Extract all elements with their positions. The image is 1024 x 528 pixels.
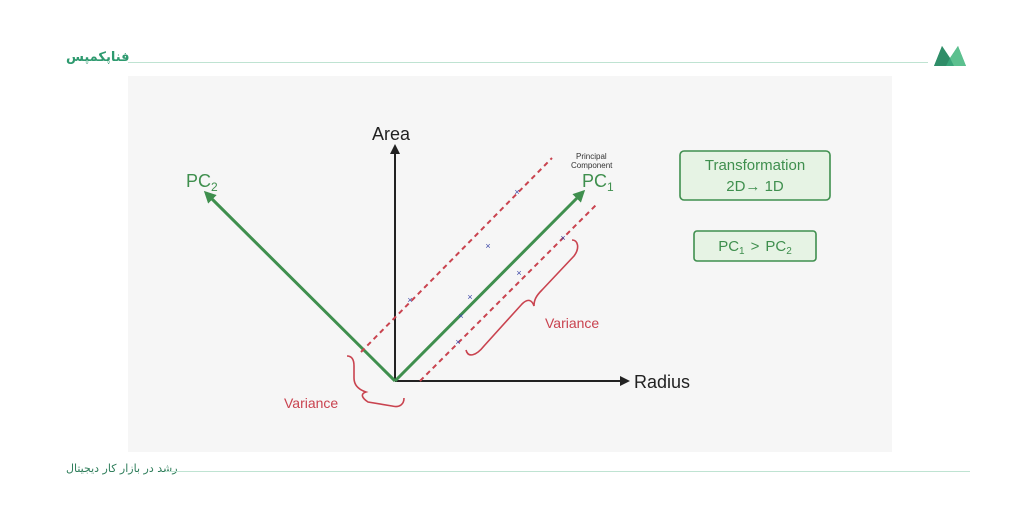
data-point: × <box>455 337 460 347</box>
variance-brace-minor <box>346 355 405 408</box>
data-point: × <box>485 241 490 251</box>
lower-bound-dashed-line <box>419 202 599 382</box>
pc1-arrow <box>393 189 586 383</box>
variance-brace-major <box>465 239 579 356</box>
footer-tagline: رشد در بازار کار دیجیتال <box>66 462 178 475</box>
comparison-box <box>693 230 817 262</box>
data-point: × <box>458 311 463 321</box>
header-divider <box>128 62 928 63</box>
data-point: × <box>514 187 519 197</box>
transformation-box <box>679 150 831 201</box>
transformation-dimensions: 2D→ 1D <box>726 178 784 195</box>
data-point: × <box>467 292 472 302</box>
pc2-arrow <box>203 190 397 383</box>
pc1-caption-line2: Component <box>571 161 613 170</box>
brand-name: فناپکمپس <box>66 50 130 65</box>
variance-label-minor: Variance <box>284 395 338 411</box>
leaf-m-logo-icon <box>934 46 966 66</box>
upper-bound-dashed-line <box>360 157 553 353</box>
data-point: × <box>516 268 521 278</box>
variance-label-major: Variance <box>545 315 599 331</box>
pc2-label: PC2 <box>186 171 218 194</box>
y-axis-label: Area <box>372 124 411 144</box>
pc1-caption-line1: Principal <box>576 152 607 161</box>
comparison-text: PC1>PC2 <box>718 238 792 257</box>
footer-divider <box>165 471 970 472</box>
x-axis-label: Radius <box>634 372 690 392</box>
pc1-label: PC1 <box>582 171 614 194</box>
data-point: × <box>407 295 412 305</box>
data-point: × <box>560 233 565 243</box>
transformation-title: Transformation <box>705 157 805 174</box>
